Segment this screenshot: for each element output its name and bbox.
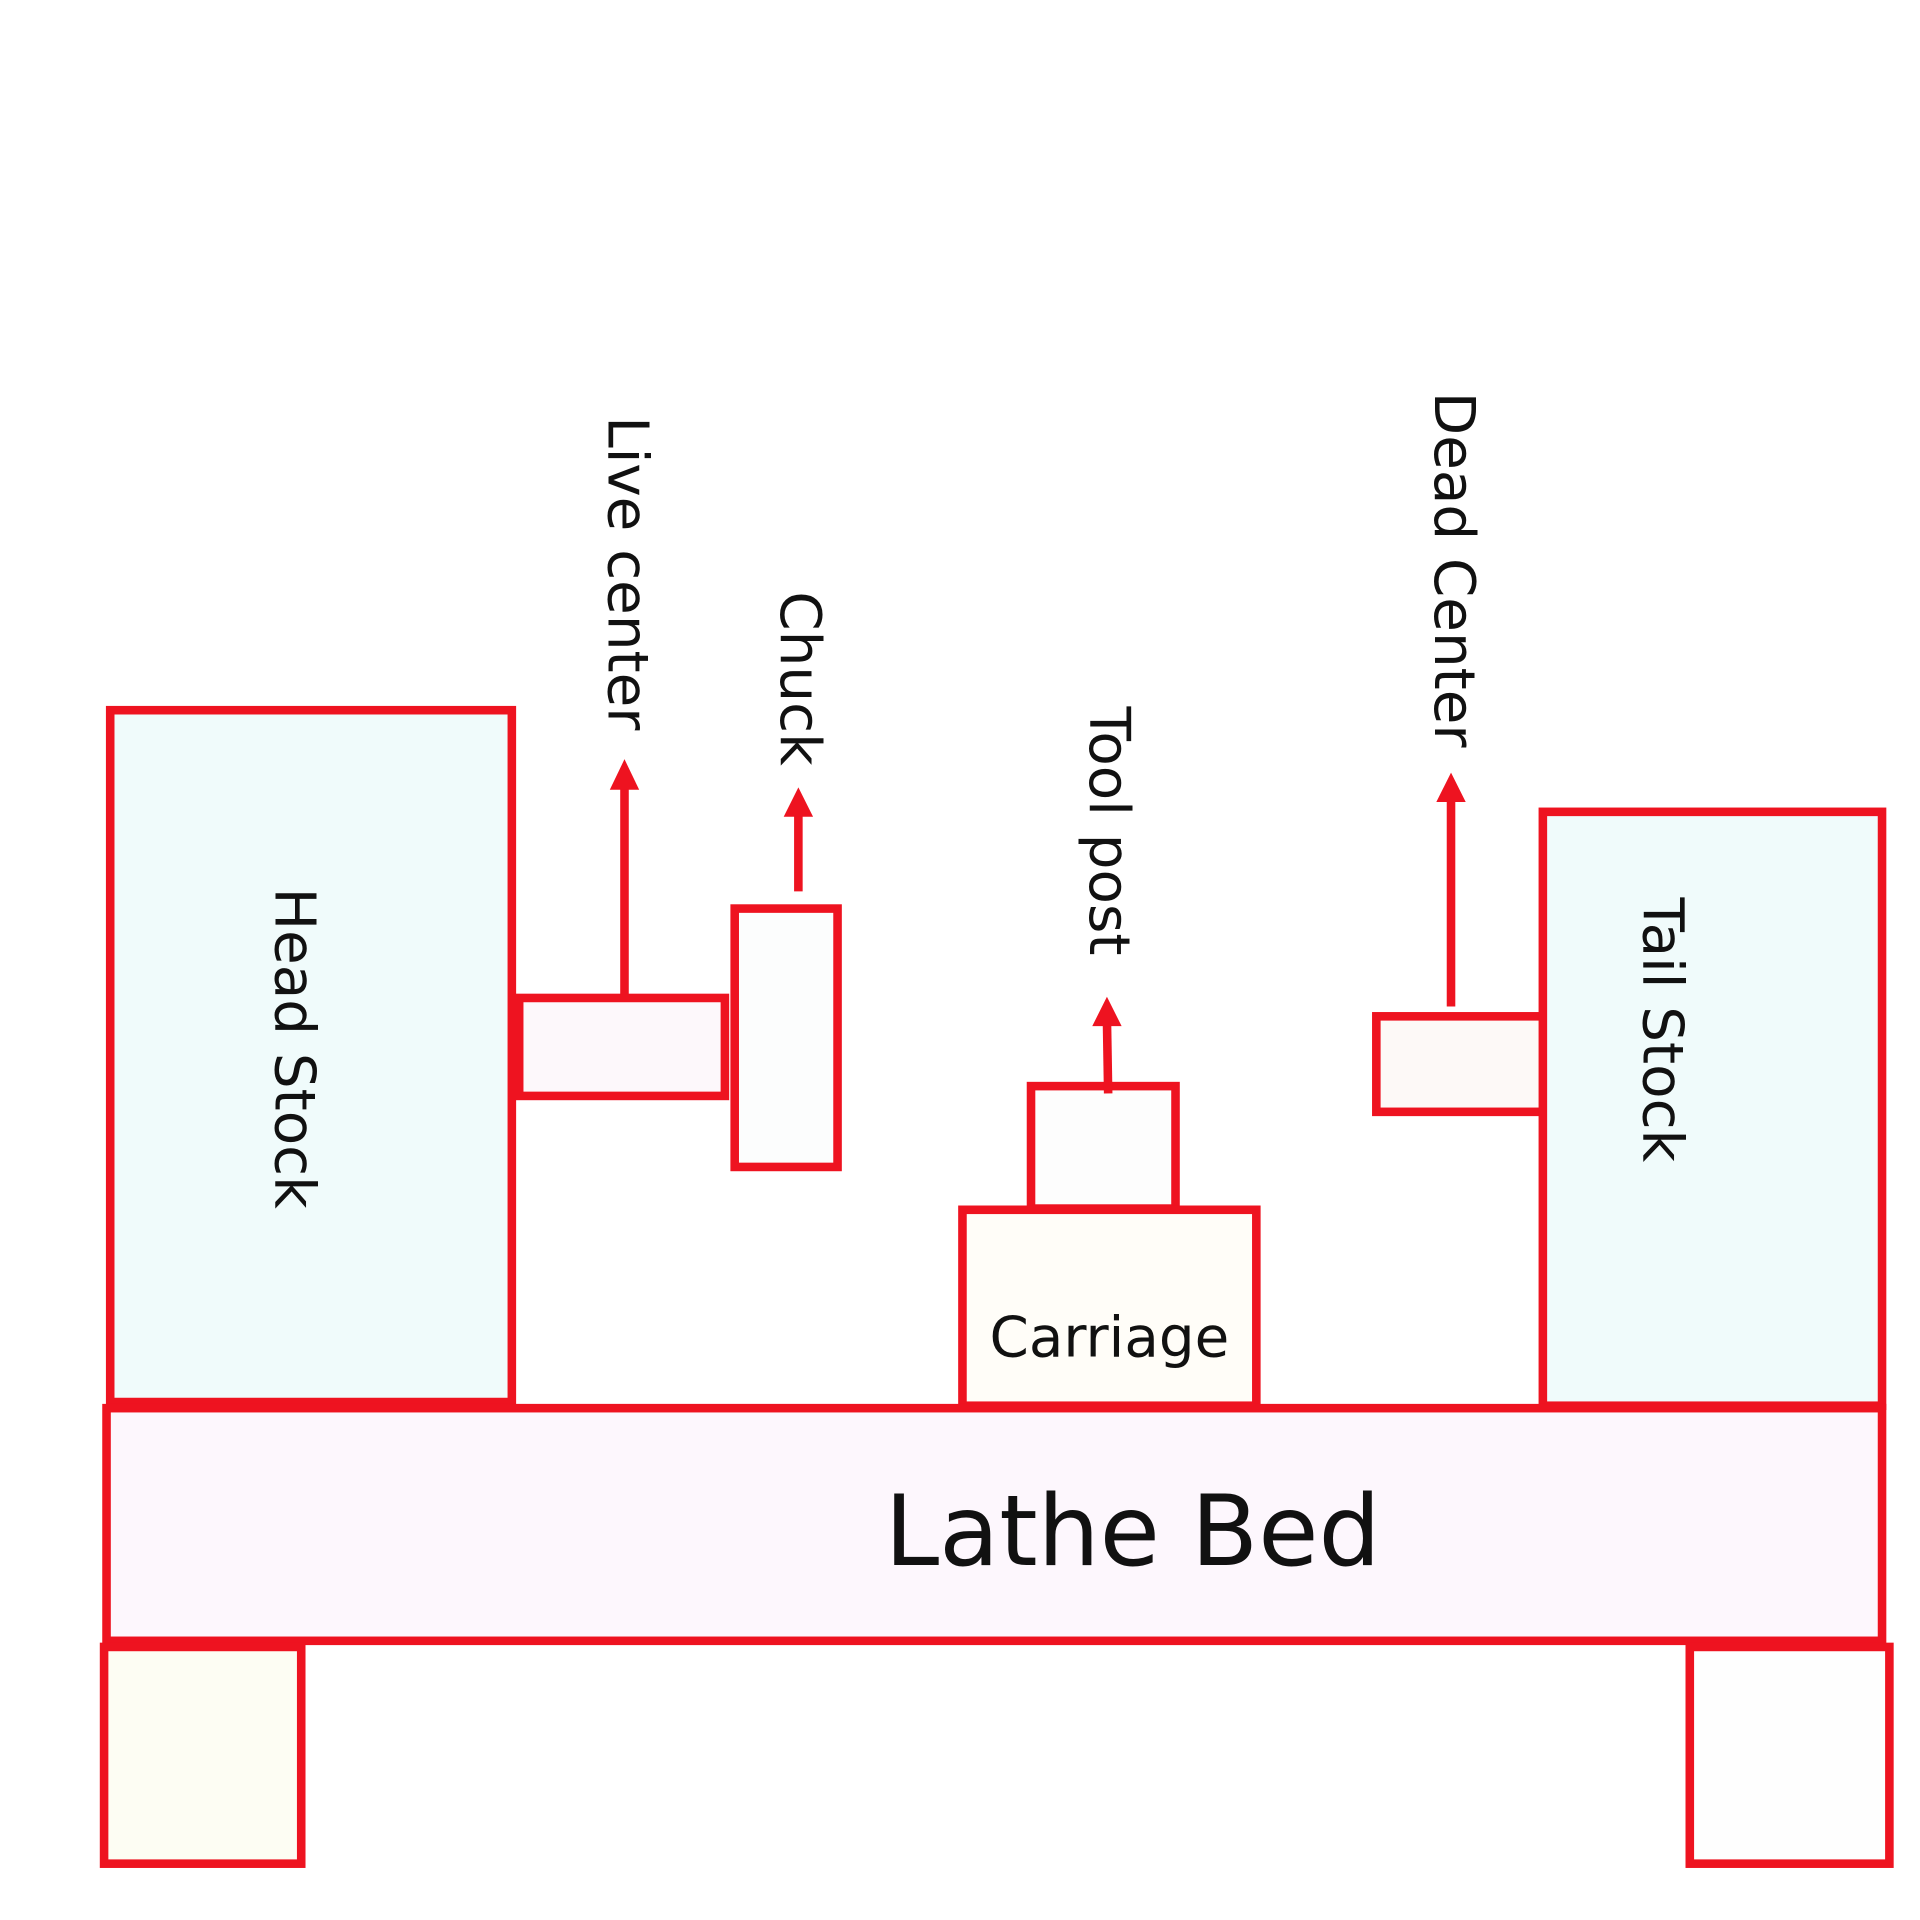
tool-post-arrow: [1102, 1019, 1113, 1094]
head-stock-label: Head Stock: [262, 888, 327, 1209]
lathe-bed-label: Lathe Bed: [885, 1475, 1381, 1589]
head-stock-block: [105, 705, 517, 1407]
live-center-arrowhead: [609, 759, 640, 790]
tail-stock-block: [1538, 807, 1887, 1410]
tool-post-arrowhead: [1092, 996, 1122, 1027]
tool-post-block: [1026, 1081, 1180, 1213]
live-center-label: Live center: [595, 416, 660, 731]
live-center-block: [514, 993, 730, 1101]
dead-center-block: [1372, 1012, 1550, 1117]
right-leg: [1685, 1642, 1894, 1868]
lathe-bed-block: [102, 1403, 1887, 1646]
tool-post-label: Tool post: [1076, 706, 1141, 956]
chuck-block: [730, 904, 842, 1172]
dead-center-arrowhead: [1436, 772, 1466, 803]
chuck-label: Chuck: [767, 591, 832, 766]
chuck-arrowhead: [783, 787, 814, 817]
tail-stock-label: Tail Stock: [1629, 897, 1694, 1163]
left-leg: [99, 1642, 306, 1868]
dead-center-label: Dead Center: [1421, 392, 1486, 749]
carriage-label: Carriage: [990, 1306, 1230, 1371]
